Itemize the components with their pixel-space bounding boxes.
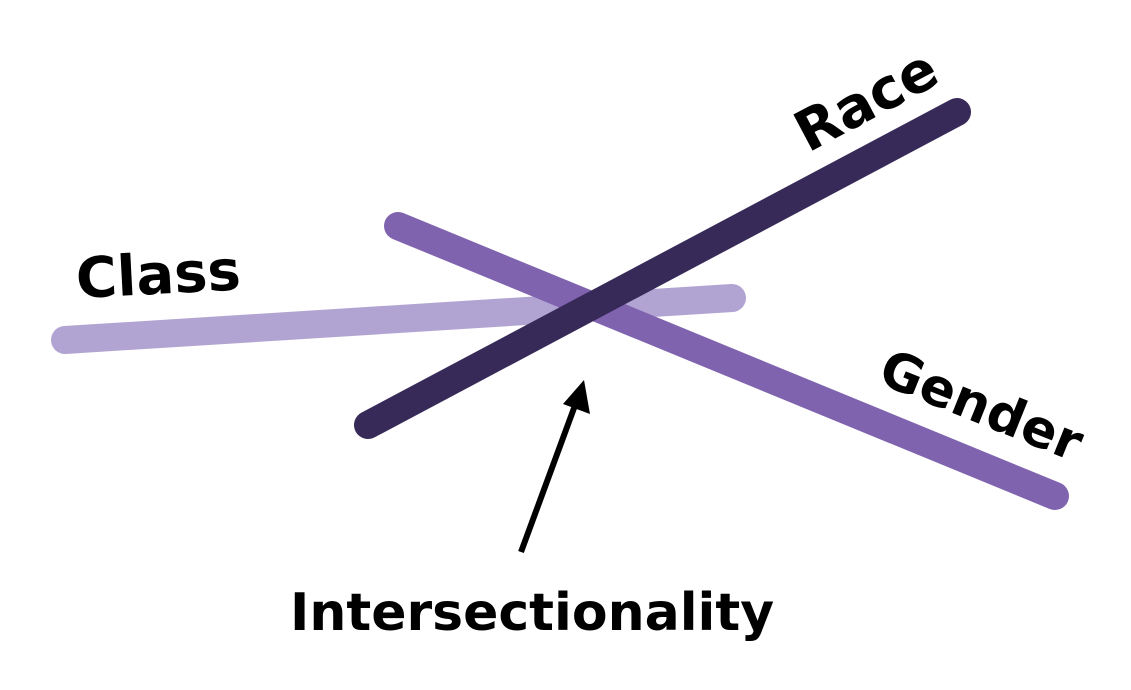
intersectionality-label: Intersectionality [290,583,774,643]
class-label: Class [74,238,242,312]
race-line [354,98,971,439]
gender-line [384,212,1069,510]
arrow-icon [518,380,590,554]
